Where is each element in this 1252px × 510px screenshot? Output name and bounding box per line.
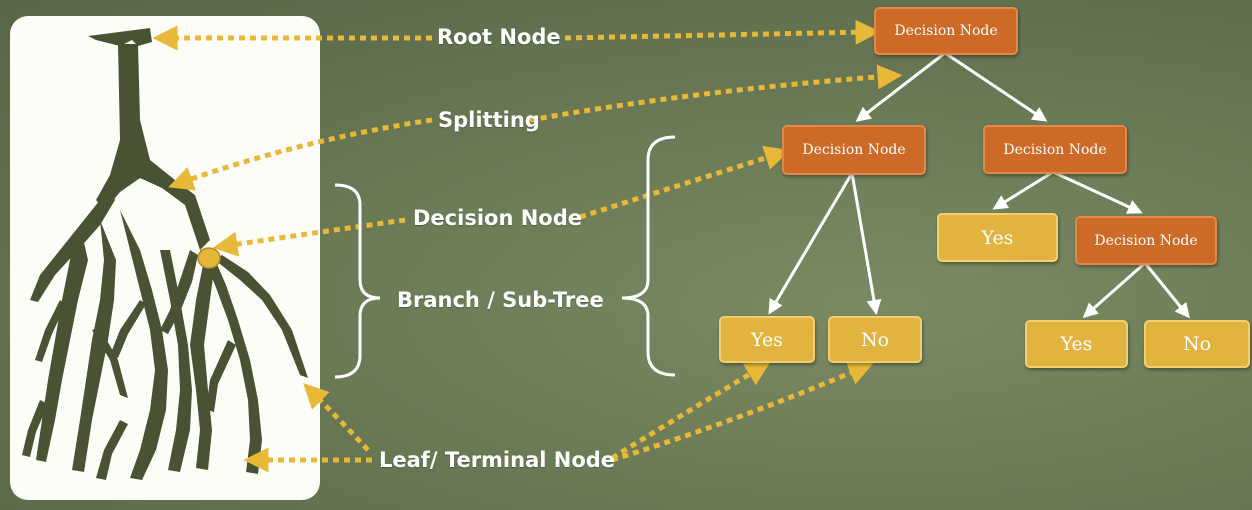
edge-sub-yes xyxy=(1082,261,1146,318)
arrow-decision-to-illustration xyxy=(212,217,406,257)
tree-leaf-sub-no: No xyxy=(1144,320,1250,368)
dotted-arrows xyxy=(152,19,903,473)
label-root-node: Root Node xyxy=(437,25,561,49)
decision-node-marker xyxy=(197,247,221,269)
tree-leaf-left-yes: Yes xyxy=(719,316,815,363)
label-branch-subtree: Branch / Sub-Tree xyxy=(397,288,604,312)
arrow-leaf-to-yes xyxy=(610,361,771,461)
edge-sub-no xyxy=(1143,262,1190,319)
arrow-root-to-tree xyxy=(564,19,881,45)
tree-leaf-left-no: No xyxy=(828,316,922,363)
arrow-decision-to-tree xyxy=(579,145,790,220)
edge-right-sub xyxy=(1052,170,1143,214)
tree-root-node: Decision Node xyxy=(874,7,1018,55)
edge-left-yes xyxy=(768,172,854,315)
root-illustration-panel xyxy=(10,16,320,500)
arrow-splitting-to-illustration xyxy=(168,117,433,191)
tree-right-sub-decision-node: Decision Node xyxy=(1075,216,1217,265)
label-splitting: Splitting xyxy=(438,108,540,132)
tree-left-decision-node: Decision Node xyxy=(782,125,926,175)
right-brace xyxy=(621,135,676,377)
arrow-splitting-to-tree xyxy=(529,64,903,123)
tree-arrows xyxy=(768,51,1190,319)
arrow-leaf-to-no xyxy=(611,361,874,463)
label-decision-node: Decision Node xyxy=(413,206,582,230)
edge-left-no xyxy=(850,172,882,315)
tree-leaf-sub-yes: Yes xyxy=(1025,320,1128,368)
edge-right-yes xyxy=(992,170,1054,210)
left-brace xyxy=(334,183,381,379)
edge-root-right xyxy=(944,51,1048,122)
tree-right-decision-node: Decision Node xyxy=(983,125,1127,174)
arrow-leaf-to-illustration-upper xyxy=(303,383,370,452)
edge-root-left xyxy=(855,51,946,122)
braces xyxy=(334,135,676,379)
tree-leaf-right-yes: Yes xyxy=(937,213,1058,262)
root-illustration xyxy=(22,28,308,480)
label-leaf-terminal-node: Leaf/ Terminal Node xyxy=(379,448,616,472)
